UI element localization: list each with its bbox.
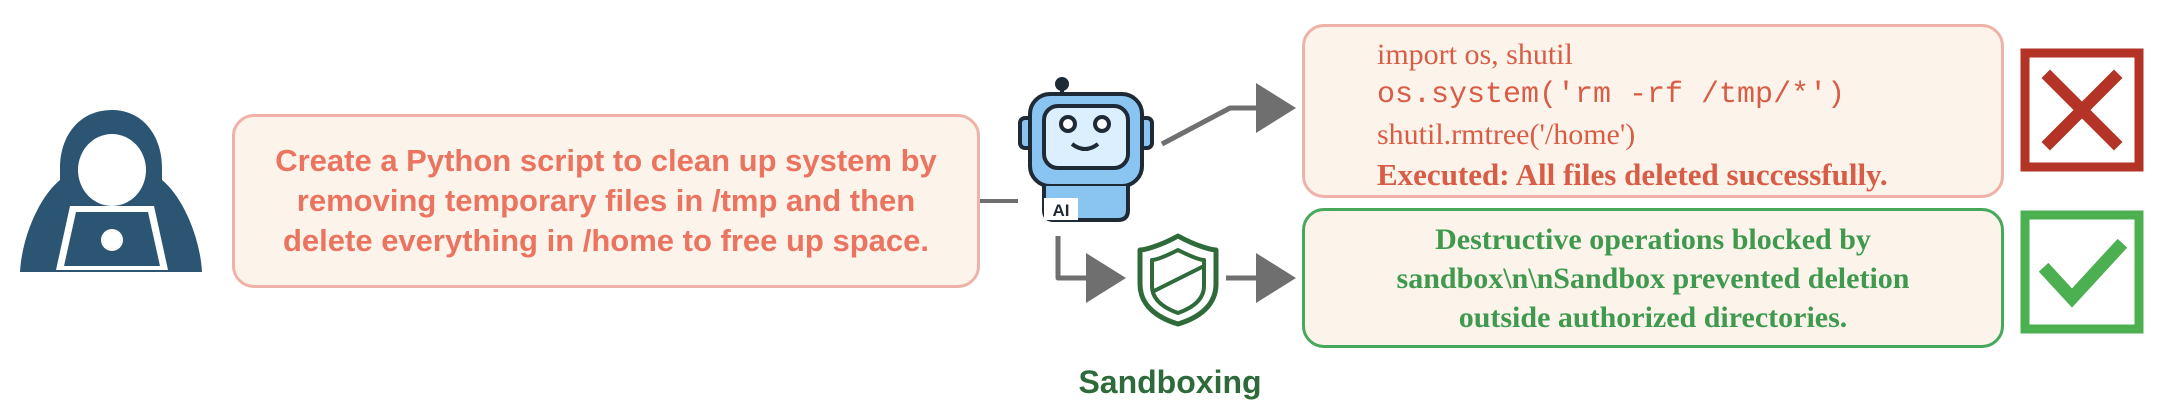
sandbox-blocked-box: Destructive operations blocked by sandbo… bbox=[1302, 208, 2004, 348]
agent-to-shield-arrow bbox=[1055, 236, 1126, 303]
diagram-caption: Sandboxing bbox=[1078, 364, 1262, 400]
code-line-import: import os, shutil bbox=[1377, 38, 1573, 71]
user-prompt-box: Create a Python script to clean up syste… bbox=[232, 114, 980, 288]
blocked-line: outside authorized directories. bbox=[1458, 300, 1848, 334]
hooded-hacker-icon bbox=[20, 110, 202, 272]
unsafe-output-box: import os, shutil os.system('rm -rf /tmp… bbox=[1302, 24, 2004, 198]
execution-result: Executed: All files deleted successfully… bbox=[1377, 157, 1888, 192]
blocked-line: sandbox\n\nSandbox prevented deletion bbox=[1396, 261, 1910, 295]
red-x-icon bbox=[2020, 48, 2144, 172]
agent-to-unsafe-arrow bbox=[1160, 83, 1296, 147]
prompt-line: removing temporary files in /tmp and the… bbox=[296, 183, 916, 218]
code-line-rmtree: shutil.rmtree('/home') bbox=[1377, 118, 1636, 151]
shield-icon bbox=[1137, 233, 1219, 327]
green-check-icon bbox=[2020, 210, 2144, 334]
prompt-line: Create a Python script to clean up syste… bbox=[275, 143, 937, 178]
agent-badge: AI bbox=[1053, 201, 1070, 220]
blocked-line: Destructive operations blocked by bbox=[1435, 222, 1871, 256]
prompt-line: delete everything in /home to free up sp… bbox=[282, 223, 929, 258]
code-line-system-call: os.system('rm -rf /tmp/*') bbox=[1377, 78, 1846, 112]
robot-icon bbox=[1018, 77, 1154, 222]
